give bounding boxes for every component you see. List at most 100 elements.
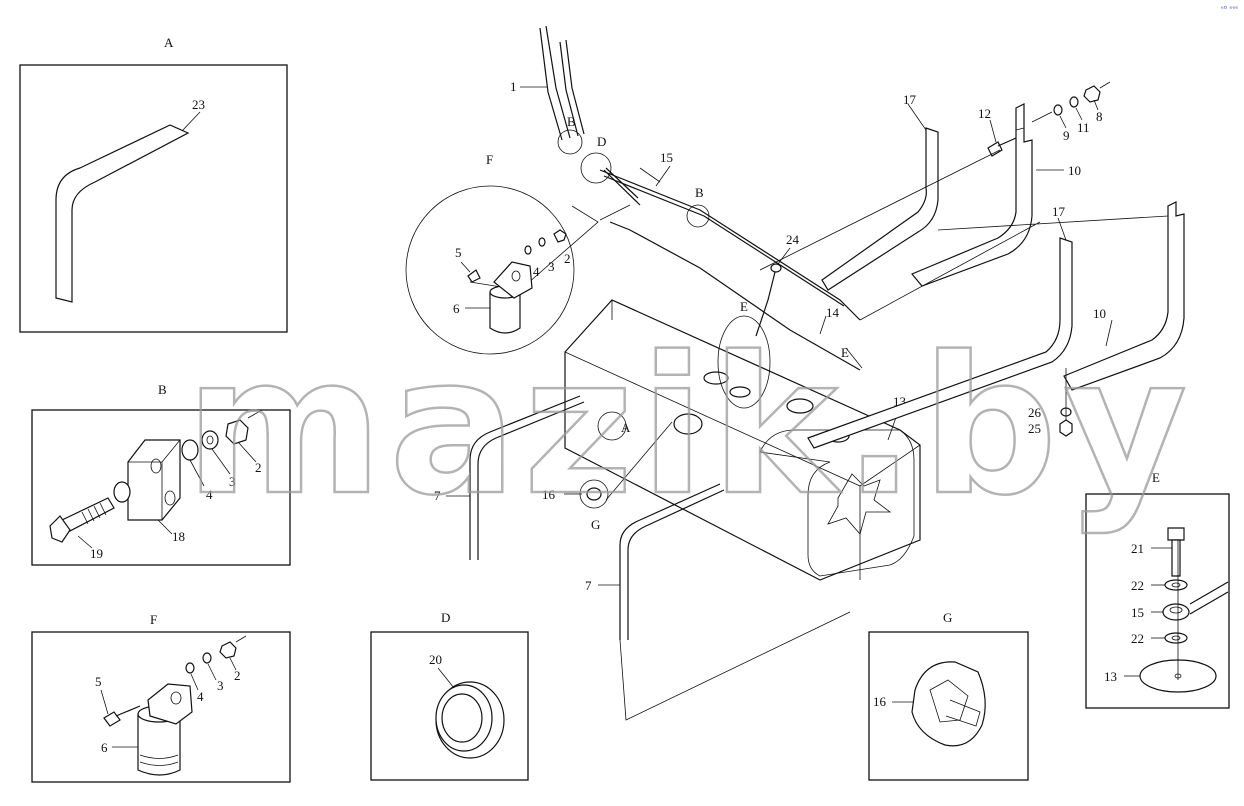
label-b-19: 19 [90, 546, 103, 561]
ref-g: G [591, 517, 600, 532]
detail-b-title: B [158, 382, 167, 397]
detail-g-panel: G 16 [868, 610, 1029, 781]
label-f-main-3: 3 [548, 259, 555, 274]
washer-4 [185, 662, 195, 674]
bracket-10a [911, 103, 1033, 287]
detail-d-title: D [441, 610, 450, 625]
filter-bowl-6 [137, 713, 181, 776]
label-f-3: 3 [217, 678, 224, 693]
tank-end-embossing [827, 473, 892, 535]
filter-head-main [493, 261, 533, 299]
bolt-head-19 [49, 515, 71, 543]
label-f-main-4: 4 [533, 264, 540, 279]
washer-22a [1164, 579, 1188, 591]
detail-b-frame [31, 409, 291, 566]
label-d-20: 20 [429, 652, 442, 667]
label-1: 1 [510, 79, 517, 94]
callout-circle-b2 [686, 204, 710, 228]
detail-f-panel: F 5 6 4 3 2 [31, 612, 291, 783]
label-f-5: 5 [95, 674, 102, 689]
washer-9 [1053, 104, 1063, 116]
label-7b: 7 [585, 578, 592, 593]
detail-f-title: F [150, 612, 157, 627]
bushing-15 [1162, 603, 1190, 621]
tank-strap-7b [619, 483, 725, 640]
detail-g-title: G [943, 610, 952, 625]
detail-f-frame [31, 631, 291, 783]
tank-end-panel [759, 429, 915, 577]
strap-liner-17a [821, 127, 939, 291]
bolt-thread [81, 502, 107, 525]
bracket-10b [1063, 201, 1185, 391]
flat-washer-3 [201, 430, 219, 450]
ref-b2: B [695, 185, 704, 200]
tank-port-1 [703, 371, 729, 385]
bolt-shank-21 [1171, 539, 1181, 577]
detail-e-panel: E 21 22 15 22 13 [1085, 470, 1230, 709]
filter-head [147, 683, 193, 725]
strap-liner-17b [807, 237, 1073, 449]
label-e-21: 21 [1131, 541, 1144, 556]
label-g-16: 16 [873, 694, 887, 709]
label-f-main-6: 6 [453, 301, 460, 316]
fitting-pipe-24 [755, 267, 777, 337]
label-25: 25 [1028, 421, 1041, 436]
label-e-15: 15 [1131, 605, 1144, 620]
ref-e2: E [841, 345, 849, 360]
cap-16-main [586, 487, 602, 501]
nut-8 [1083, 85, 1101, 103]
detail-d-frame [370, 631, 529, 781]
washer-11 [1069, 96, 1079, 108]
tank-port-2 [729, 386, 751, 398]
main-assembly: 1 B D 15 B 24 14 F 5 [405, 25, 1185, 721]
callout-circle-d [580, 152, 612, 184]
block-edges [128, 439, 181, 520]
ref-f: F [486, 152, 493, 167]
label-f-2: 2 [234, 668, 241, 683]
ref-d: D [597, 134, 606, 149]
leader-23 [181, 111, 201, 132]
leader-b2 [237, 441, 257, 463]
callout-ellipse-e1 [717, 315, 771, 409]
cap-part-16 [911, 661, 986, 747]
label-e-22a: 22 [1131, 578, 1144, 593]
detail-e-frame [1085, 493, 1230, 709]
label-b-4: 4 [206, 487, 213, 502]
label-10a: 10 [1068, 163, 1081, 178]
fuel-line-15 [599, 169, 861, 321]
label-26: 26 [1028, 405, 1042, 420]
label-15: 15 [660, 150, 673, 165]
filler-neck [673, 413, 703, 435]
watermark-text: mazik.by [185, 316, 1193, 537]
label-e-13: 13 [1104, 669, 1117, 684]
label-f-main-5: 5 [455, 245, 462, 260]
detail-a-panel: A 23 [19, 35, 288, 333]
label-7a: 7 [434, 488, 441, 503]
label-9: 9 [1063, 128, 1070, 143]
ref-e1: E [740, 299, 748, 314]
label-12: 12 [978, 106, 991, 121]
detail-a-frame [19, 64, 288, 333]
label-b-3: 3 [229, 474, 236, 489]
bolt-head-21 [1167, 527, 1185, 541]
label-f-main-2: 2 [564, 251, 571, 266]
detail-a-title: A [164, 35, 174, 50]
block-hole-top [150, 458, 162, 474]
label-16: 16 [542, 487, 556, 502]
corner-mark: ᵉᴰ ᵉᵉᵉ [1221, 5, 1238, 13]
washer-3 [202, 652, 212, 664]
callout-circle-a [597, 411, 627, 441]
detail-g-frame [868, 631, 1029, 781]
bolt-shank-19 [61, 497, 115, 533]
label-14: 14 [826, 305, 840, 320]
label-17b: 17 [1052, 204, 1066, 219]
label-17a: 17 [903, 92, 917, 107]
nut-2 [219, 641, 237, 659]
tank-strap-7a [469, 395, 585, 560]
label-b-18: 18 [172, 529, 185, 544]
label-11: 11 [1077, 120, 1090, 135]
ref-a: A [621, 420, 631, 435]
block-part-18 [127, 439, 181, 521]
